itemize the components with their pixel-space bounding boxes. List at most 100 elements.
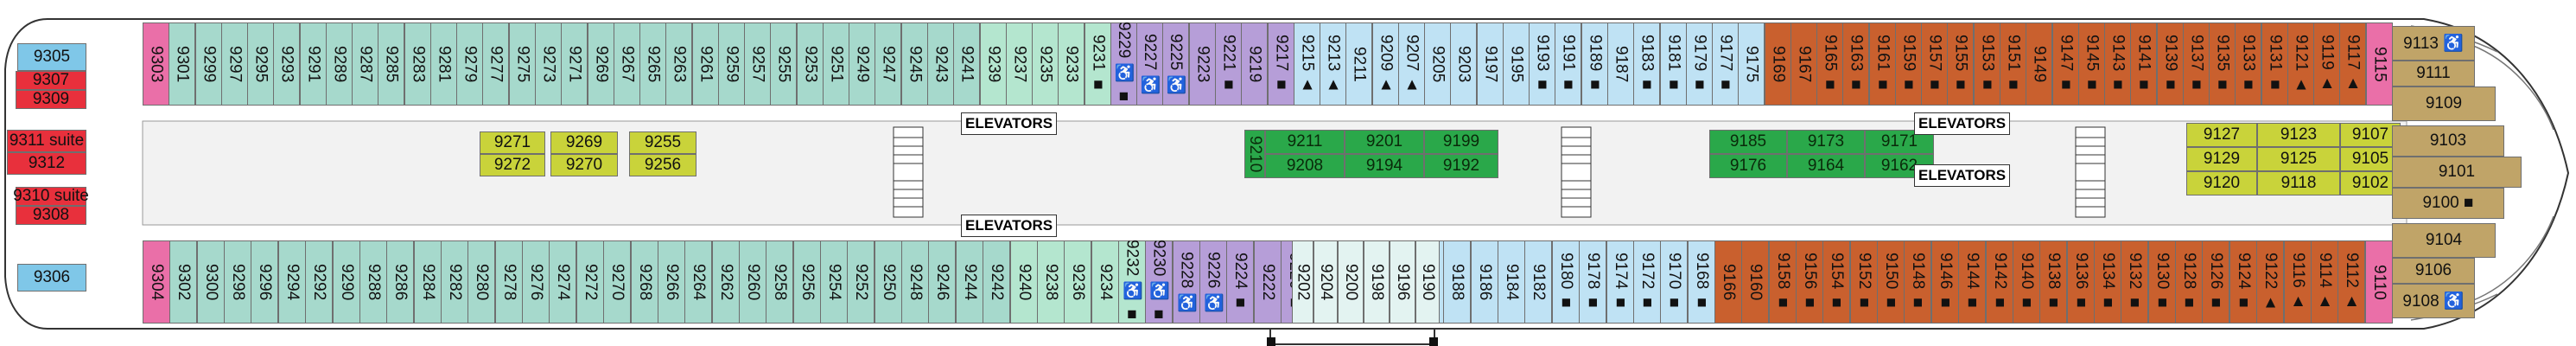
- cabin-9189[interactable]: 9189 ■: [1581, 22, 1608, 106]
- cabin-9111[interactable]: 9111: [2392, 61, 2475, 86]
- cabin-9180[interactable]: 9180 ■: [1552, 240, 1580, 324]
- cabin-9110[interactable]: 9110: [2365, 240, 2393, 324]
- cabin-9127[interactable]: 9127: [2186, 123, 2257, 147]
- cabin-9188[interactable]: 9188: [1443, 240, 1471, 324]
- cabin-9217[interactable]: 9217 ■: [1268, 22, 1294, 106]
- cabin-9303[interactable]: 9303: [143, 22, 169, 106]
- cabin-9239[interactable]: 9239: [980, 22, 1007, 106]
- cabin-9269[interactable]: 9269: [588, 22, 614, 106]
- cabin-9152[interactable]: 9152 ■: [1850, 240, 1878, 324]
- cabin-9182[interactable]: 9182: [1524, 240, 1552, 324]
- cabin-9263[interactable]: 9263: [665, 22, 692, 106]
- cabin-9183[interactable]: 9183 ■: [1633, 22, 1660, 106]
- cabin-9104[interactable]: 9104: [2392, 223, 2496, 258]
- cabin-9241[interactable]: 9241: [953, 22, 980, 106]
- cabin-9270[interactable]: 9270: [550, 154, 618, 176]
- cabin-9264[interactable]: 9264: [684, 240, 712, 324]
- cabin-9200[interactable]: 9200: [1338, 240, 1364, 324]
- cabin-9259[interactable]: 9259: [718, 22, 745, 106]
- cabin-9195[interactable]: 9195: [1503, 22, 1530, 106]
- cabin-9305[interactable]: 9305: [17, 43, 86, 71]
- cabin-9311[interactable]: 9311 suite: [7, 130, 86, 152]
- cabin-9153[interactable]: 9153 ■: [1974, 22, 2000, 106]
- cabin-9247[interactable]: 9247: [875, 22, 901, 106]
- cabin-9170[interactable]: 9170 ■: [1660, 240, 1688, 324]
- cabin-9304[interactable]: 9304: [143, 240, 170, 324]
- cabin-9240[interactable]: 9240: [1010, 240, 1038, 324]
- cabin-9302[interactable]: 9302: [169, 240, 197, 324]
- cabin-9223[interactable]: 9223: [1189, 22, 1216, 106]
- cabin-9227[interactable]: 9227 ♿: [1136, 22, 1163, 106]
- cabin-9266[interactable]: 9266: [658, 240, 685, 324]
- cabin-9235[interactable]: 9235: [1032, 22, 1059, 106]
- cabin-9136[interactable]: 9136 ■: [2067, 240, 2095, 324]
- cabin-9167[interactable]: 9167: [1790, 22, 1817, 106]
- cabin-9166[interactable]: 9166: [1714, 240, 1742, 324]
- cabin-9238[interactable]: 9238: [1037, 240, 1065, 324]
- cabin-9140[interactable]: 9140 ■: [2013, 240, 2040, 324]
- cabin-9278[interactable]: 9278: [495, 240, 523, 324]
- cabin-9146[interactable]: 9146 ■: [1931, 240, 1959, 324]
- cabin-9252[interactable]: 9252: [847, 240, 875, 324]
- cabin-9108[interactable]: 9108 ♿: [2392, 284, 2475, 318]
- cabin-9246[interactable]: 9246: [928, 240, 956, 324]
- cabin-9296[interactable]: 9296: [251, 240, 278, 324]
- cabin-9210[interactable]: 9210: [1244, 130, 1265, 178]
- cabin-9164[interactable]: 9164: [1787, 154, 1865, 178]
- cabin-9120[interactable]: 9120: [2186, 171, 2257, 195]
- cabin-9256[interactable]: 9256: [793, 240, 821, 324]
- cabin-9270[interactable]: 9270: [603, 240, 631, 324]
- cabin-9115[interactable]: 9115: [2366, 22, 2393, 106]
- cabin-9168[interactable]: 9168 ■: [1688, 240, 1715, 324]
- cabin-9281[interactable]: 9281: [430, 22, 457, 106]
- cabin-9197[interactable]: 9197: [1477, 22, 1504, 106]
- cabin-9174[interactable]: 9174 ■: [1606, 240, 1634, 324]
- cabin-9107[interactable]: 9107: [2340, 123, 2401, 147]
- cabin-9165[interactable]: 9165 ■: [1816, 22, 1843, 106]
- cabin-9290[interactable]: 9290: [333, 240, 360, 324]
- cabin-9123[interactable]: 9123: [2257, 123, 2340, 147]
- cabin-9275[interactable]: 9275: [509, 22, 536, 106]
- cabin-9132[interactable]: 9132 ■: [2121, 240, 2148, 324]
- cabin-9158[interactable]: 9158 ■: [1769, 240, 1797, 324]
- cabin-9268[interactable]: 9268: [631, 240, 658, 324]
- cabin-9150[interactable]: 9150 ■: [1877, 240, 1905, 324]
- cabin-9250[interactable]: 9250: [875, 240, 902, 324]
- cabin-9181[interactable]: 9181 ■: [1660, 22, 1687, 106]
- cabin-9194[interactable]: 9194: [1345, 154, 1424, 178]
- cabin-9203[interactable]: 9203: [1450, 22, 1477, 106]
- cabin-9159[interactable]: 9159 ■: [1895, 22, 1922, 106]
- cabin-9299[interactable]: 9299: [195, 22, 222, 106]
- cabin-9213[interactable]: 9213 ▲: [1320, 22, 1346, 106]
- cabin-9177[interactable]: 9177 ■: [1712, 22, 1739, 106]
- cabin-9260[interactable]: 9260: [739, 240, 766, 324]
- cabin-9237[interactable]: 9237: [1006, 22, 1033, 106]
- cabin-9187[interactable]: 9187: [1607, 22, 1634, 106]
- cabin-9225[interactable]: 9225 ♿: [1162, 22, 1189, 106]
- cabin-9154[interactable]: 9154 ■: [1822, 240, 1850, 324]
- cabin-9243[interactable]: 9243: [927, 22, 954, 106]
- cabin-9117[interactable]: 9117 ▲: [2339, 22, 2366, 106]
- cabin-9202[interactable]: 9202: [1292, 240, 1313, 324]
- cabin-9282[interactable]: 9282: [441, 240, 468, 324]
- cabin-9284[interactable]: 9284: [414, 240, 442, 324]
- cabin-9274[interactable]: 9274: [549, 240, 576, 324]
- cabin-9288[interactable]: 9288: [359, 240, 387, 324]
- cabin-9109[interactable]: 9109: [2392, 86, 2496, 121]
- cabin-9151[interactable]: 9151 ■: [2000, 22, 2026, 106]
- cabin-9308[interactable]: 9308: [16, 206, 86, 225]
- cabin-9272[interactable]: 9272: [576, 240, 604, 324]
- cabin-9293[interactable]: 9293: [273, 22, 300, 106]
- cabin-9113[interactable]: 9113 ♿: [2392, 26, 2475, 61]
- cabin-9224[interactable]: 9224 ■: [1226, 240, 1254, 324]
- cabin-9172[interactable]: 9172 ■: [1633, 240, 1661, 324]
- cabin-9100[interactable]: 9100 ■: [2392, 188, 2504, 219]
- cabin-9231[interactable]: 9231 ■: [1084, 22, 1111, 106]
- cabin-9236[interactable]: 9236: [1064, 240, 1091, 324]
- cabin-9144[interactable]: 9144 ■: [1958, 240, 1986, 324]
- cabin-9294[interactable]: 9294: [278, 240, 306, 324]
- cabin-9157[interactable]: 9157 ■: [1921, 22, 1948, 106]
- cabin-9119[interactable]: 9119 ▲: [2313, 22, 2340, 106]
- cabin-9283[interactable]: 9283: [404, 22, 431, 106]
- cabin-9245[interactable]: 9245: [901, 22, 928, 106]
